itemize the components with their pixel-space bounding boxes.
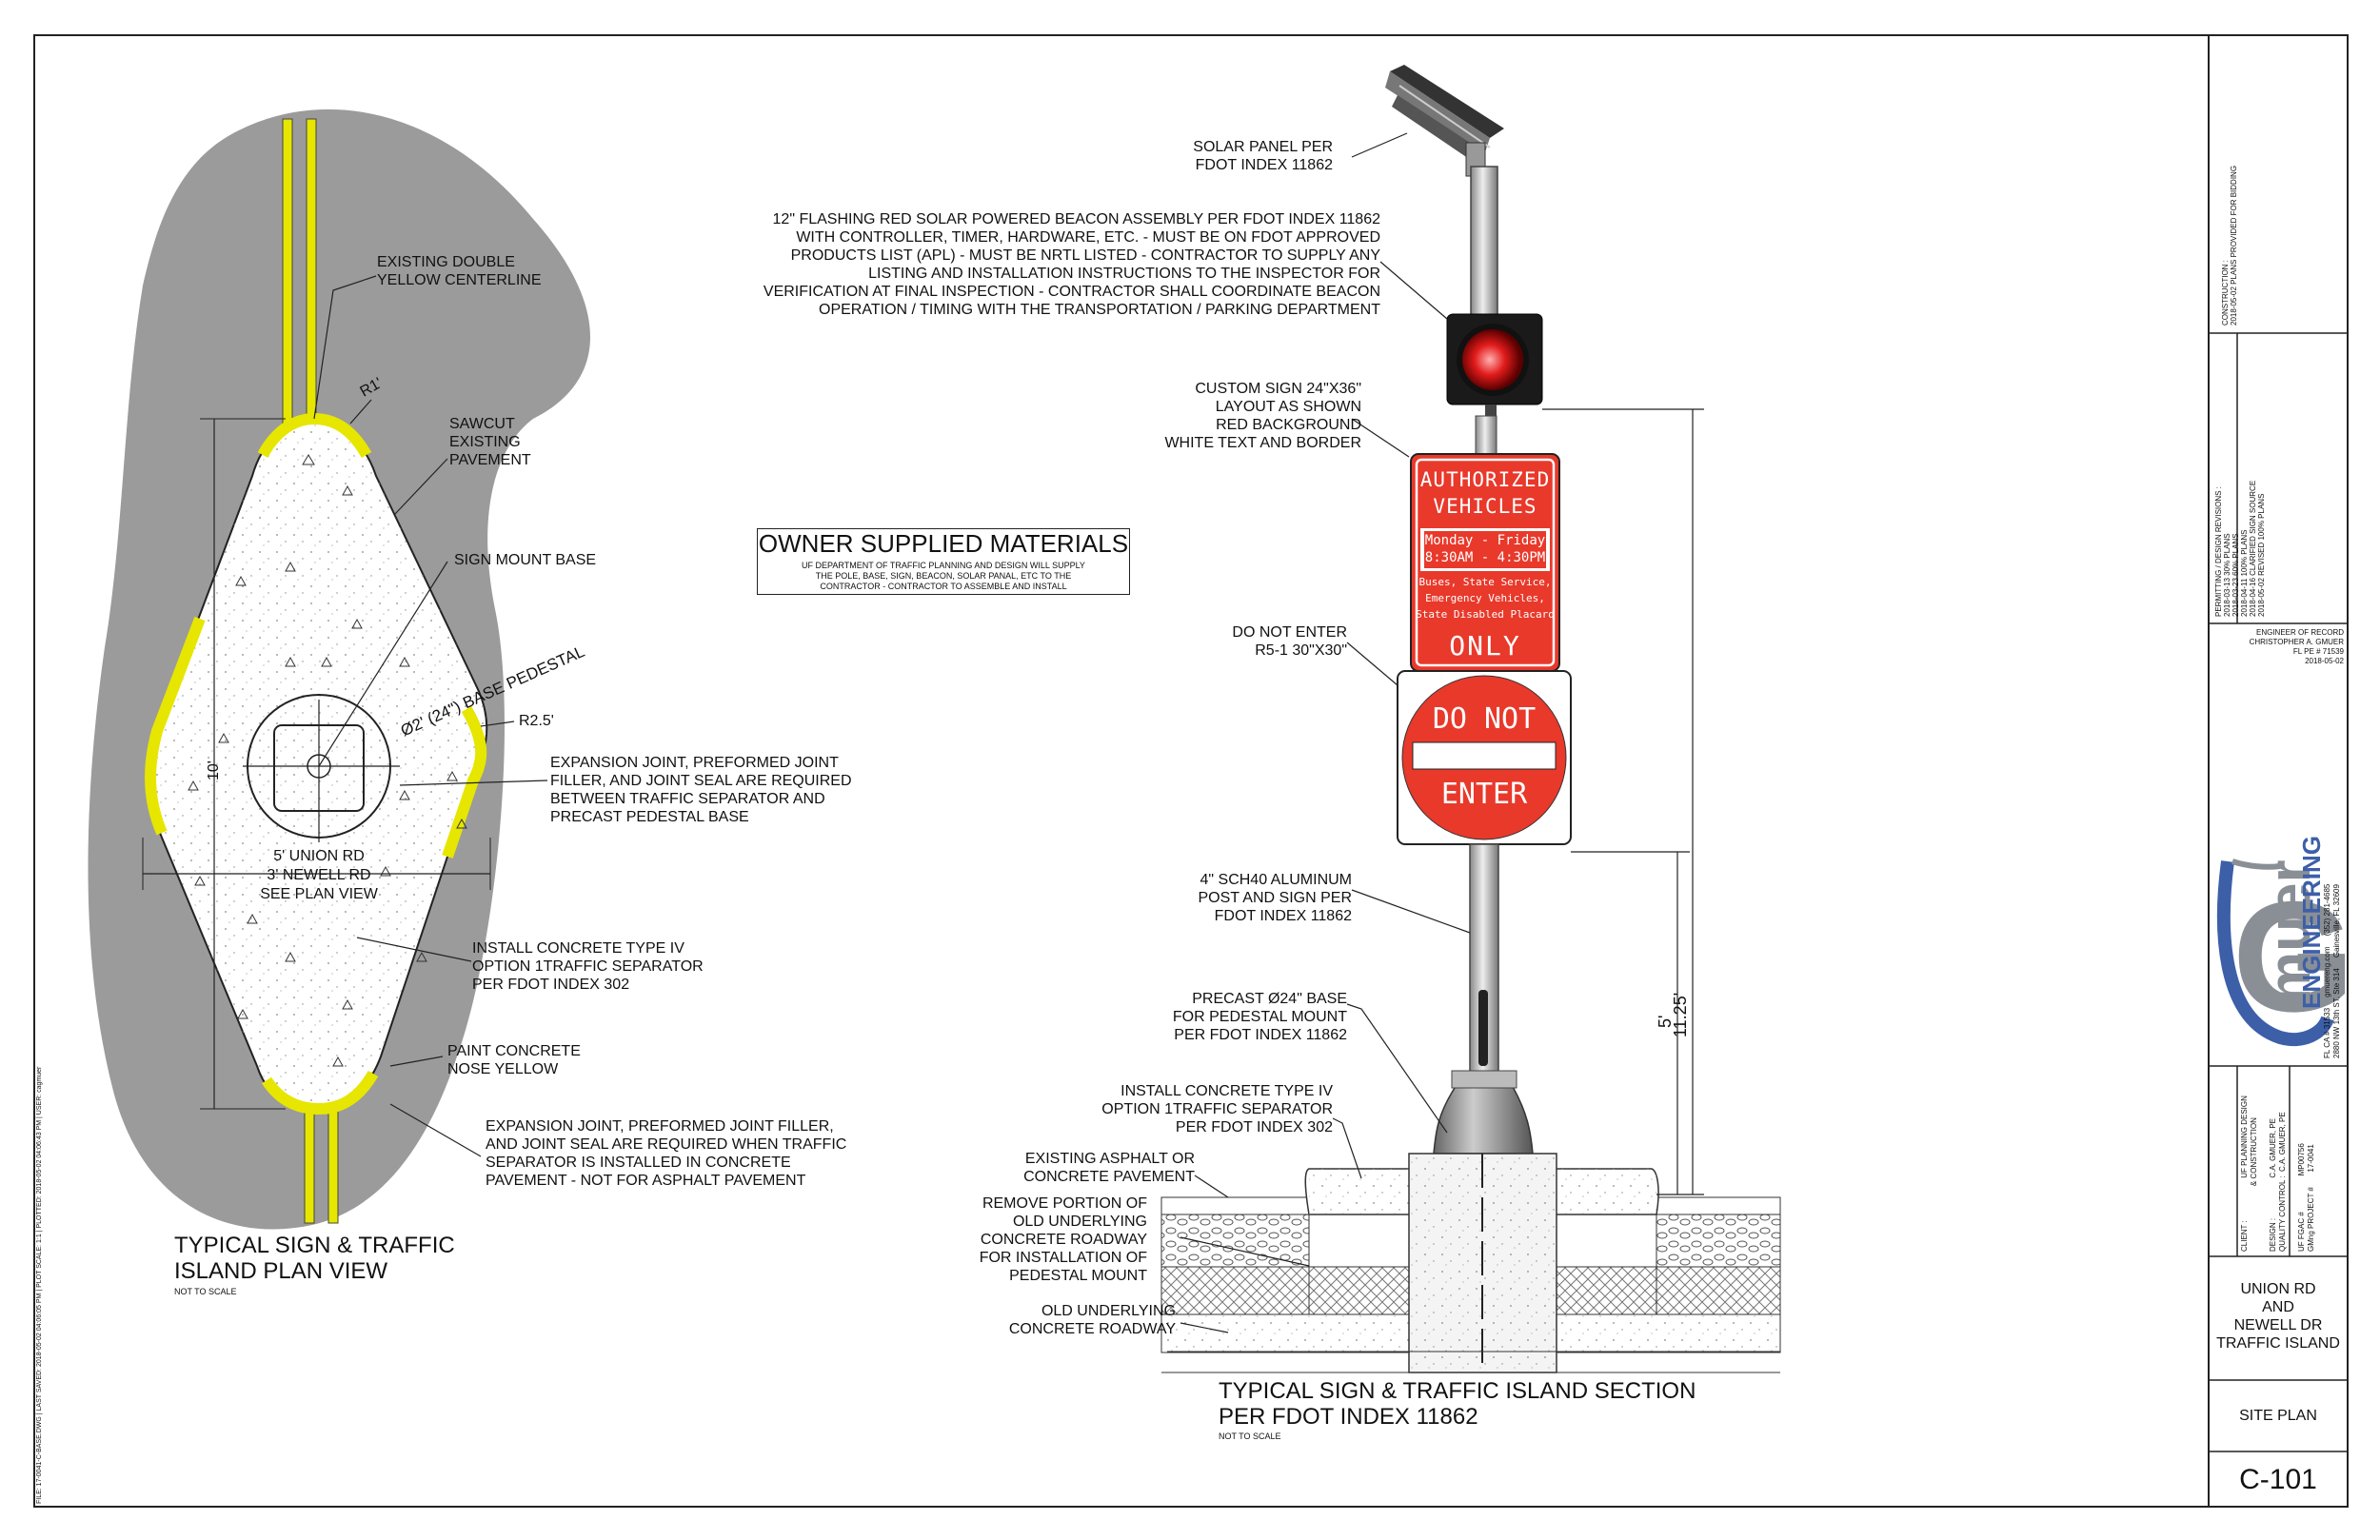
note-expansion-joint-2: EXPANSION JOINT, PREFORMED JOINT FILLER,…	[486, 1118, 847, 1189]
note-paint-nose: PAINT CONCRETE NOSE YELLOW	[447, 1043, 581, 1077]
sign-line-hours: 8:30AM - 4:30PM	[1424, 550, 1546, 565]
sign-line-days: Monday - Friday	[1424, 533, 1546, 548]
tb-project-name: UNION RD AND NEWELL DR TRAFFIC ISLAND	[2216, 1281, 2340, 1352]
flashing-beacon	[1446, 313, 1543, 416]
tb-company: FL CA # 31533 gmuereng.com (352) 281-468…	[2323, 883, 2341, 1058]
tb-sheet-number: C-101	[2239, 1464, 2317, 1495]
tb-sheet-title: SITE PLAN	[2239, 1408, 2317, 1424]
note-custom-sign: CUSTOM SIGN 24"X36" LAYOUT AS SHOWN RED …	[1164, 381, 1361, 451]
plan-nts: NOT TO SCALE	[174, 1287, 237, 1296]
note-beacon: 12" FLASHING RED SOLAR POWERED BEACON AS…	[763, 211, 1380, 318]
sign-line-authorized: AUTHORIZED	[1419, 468, 1551, 491]
tb-construction: CONSTRUCTION : 2018-05-02 PLANS PROVIDED…	[2221, 165, 2238, 326]
solar-panel	[1385, 65, 1504, 177]
owner-heading: OWNER SUPPLIED MATERIALS	[758, 529, 1129, 558]
dne-bottom-text: ENTER	[1440, 778, 1528, 811]
owner-supplied-box: OWNER SUPPLIED MATERIALS UF DEPARTMENT O…	[757, 528, 1130, 595]
tb-client: CLIENT : UF PLANNING DESIGN & CONSTRUCTI…	[2240, 1096, 2315, 1252]
do-not-enter-sign	[1397, 670, 1572, 845]
dne-top-text: DO NOT	[1432, 702, 1537, 736]
logo-swoosh	[2216, 860, 2334, 1047]
tb-engineer: ENGINEER OF RECORD CHRISTOPHER A. GMUER …	[2249, 628, 2344, 665]
dim-r2-5: R2.5'	[519, 713, 554, 729]
sign-line-vehicles: VEHICLES	[1433, 495, 1537, 518]
note-install-concrete: INSTALL CONCRETE TYPE IV OPTION 1TRAFFIC…	[472, 940, 704, 993]
note-precast-base: PRECAST Ø24" BASE FOR PEDESTAL MOUNT PER…	[1172, 991, 1347, 1043]
note-existing-centerline: EXISTING DOUBLE YELLOW CENTERLINE	[377, 254, 542, 288]
note-solar-panel: SOLAR PANEL PER FDOT INDEX 11862	[1193, 139, 1333, 173]
sign-line-placard: State Disabled Placard	[1416, 608, 1555, 621]
note-expansion-joint: EXPANSION JOINT, PREFORMED JOINT FILLER,…	[550, 755, 852, 825]
pavement-section	[1160, 1153, 1781, 1373]
note-old-roadway: OLD UNDERLYING CONCRETE ROADWAY	[1008, 1303, 1176, 1337]
note-sign-mount-base: SIGN MOUNT BASE	[454, 552, 597, 568]
note-aluminum-post: 4" SCH40 ALUMINUM POST AND SIGN PER FDOT…	[1198, 872, 1352, 924]
section-view-title: TYPICAL SIGN & TRAFFIC ISLAND SECTION PE…	[1219, 1378, 1696, 1430]
note-remove-portion: REMOVE PORTION OF OLD UNDERLYING CONCRET…	[979, 1195, 1147, 1284]
sheet-border	[33, 34, 2349, 1508]
sign-line-emergency: Emergency Vehicles,	[1425, 592, 1545, 604]
logo-engineering: ENGINEERING	[2297, 835, 2326, 1009]
section-nts: NOT TO SCALE	[1219, 1431, 1281, 1441]
note-section-concrete: INSTALL CONCRETE TYPE IV OPTION 1TRAFFIC…	[1101, 1083, 1333, 1135]
dim-11-25ft: 11.25'	[1671, 992, 1690, 1037]
note-sawcut: SAWCUT EXISTING PAVEMENT	[449, 416, 531, 468]
plan-center-text: 5' UNION RD 3' NEWELL RD SEE PLAN VIEW	[260, 848, 378, 902]
owner-body: UF DEPARTMENT OF TRAFFIC PLANNING AND DE…	[802, 561, 1085, 591]
dim-10ft: 10'	[206, 760, 222, 780]
note-do-not-enter: DO NOT ENTER R5-1 30"X30"	[1232, 624, 1347, 659]
note-existing-asphalt: EXISTING ASPHALT OR CONCRETE PAVEMENT	[1023, 1151, 1195, 1185]
sign-line-buses: Buses, State Service,	[1418, 576, 1552, 588]
file-info: FILE: 17-0041-C-BASE.DWG | LAST SAVED: 2…	[36, 1066, 43, 1504]
authorized-vehicles-sign	[1410, 453, 1560, 672]
plan-view-title: TYPICAL SIGN & TRAFFIC ISLAND PLAN VIEW	[174, 1233, 455, 1284]
sign-line-only: ONLY	[1449, 630, 1521, 661]
tb-revisions: PERMITTING / DESIGN REVISIONS : 2018-03-…	[2214, 480, 2266, 617]
